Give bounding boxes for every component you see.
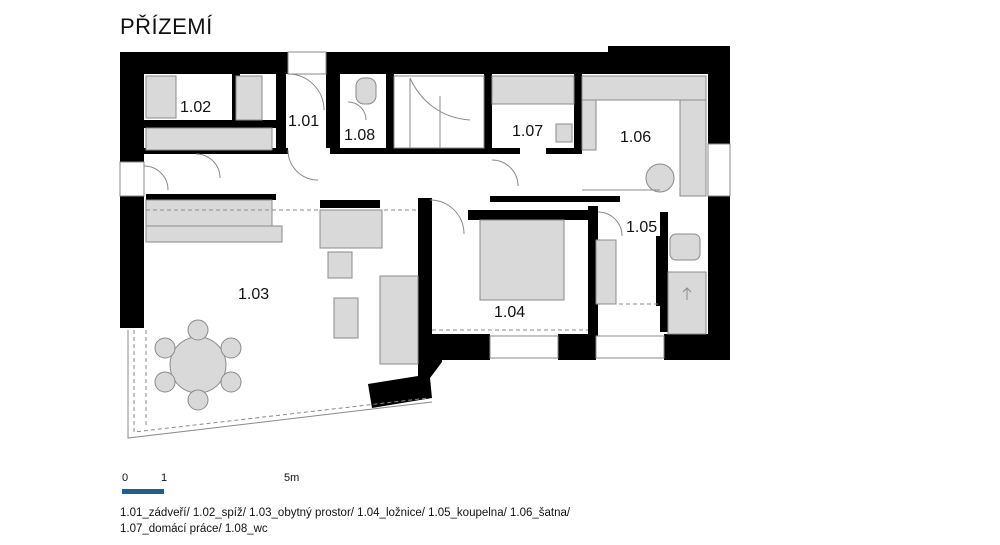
room-label-1-06: 1.06 (620, 129, 651, 146)
furniture (145, 75, 707, 411)
room-legend: 1.01_zádveří/ 1.02_spíž/ 1.03_obytný pro… (120, 505, 680, 537)
room-label-1-05: 1.05 (626, 219, 657, 236)
scale-bar (122, 489, 164, 494)
legend-line-1: 1.01_zádveří/ 1.02_spíž/ 1.03_obytný pro… (120, 507, 571, 519)
room-label-1-02: 1.02 (180, 99, 211, 116)
room-label-1-03: 1.03 (238, 286, 269, 303)
room-label-1-01: 1.01 (288, 113, 319, 130)
room-label-1-07: 1.07 (512, 123, 543, 140)
scale-tick-1: 1 (161, 472, 168, 484)
scale-tick-0: 0 (122, 472, 129, 484)
outlines (119, 51, 731, 439)
walls (120, 46, 730, 408)
room-label-1-04: 1.04 (494, 304, 525, 321)
plan-title: PŘÍZEMÍ (120, 14, 213, 39)
legend-line-2: 1.07_domácí práce/ 1.08_wc (120, 523, 268, 535)
scale-tick-5m: 5m (284, 472, 300, 484)
room-label-1-08: 1.08 (344, 127, 375, 144)
room-labels: 1.02 1.01 1.08 1.07 1.06 1.05 1.03 1.04 (180, 99, 657, 321)
